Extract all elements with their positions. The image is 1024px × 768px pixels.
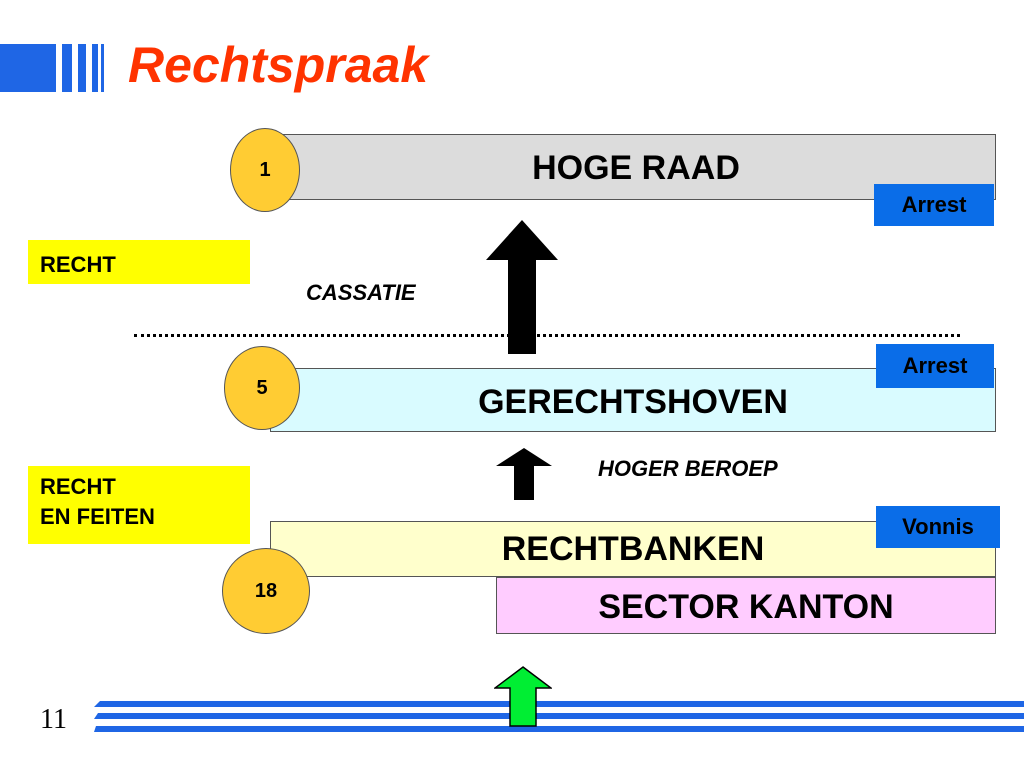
court-rechtbanken: RECHTBANKEN [270, 521, 996, 577]
label-recht-en-feiten-line2: EN FEITEN [40, 504, 155, 529]
label-cassatie: CASSATIE [306, 280, 416, 305]
decision-tag-hoge-raad: Arrest [874, 184, 994, 226]
court-count-rechtbanken: 18 [222, 548, 310, 634]
label-recht: RECHT [28, 240, 250, 284]
label-recht-en-feiten: RECHT EN FEITEN [28, 466, 250, 544]
arrow-up-icon-cassatie [486, 220, 558, 354]
decision-tag-gerechtshoven: Arrest [876, 344, 994, 388]
decision-tag-rechtbanken: Vonnis [876, 506, 1000, 548]
page-number: 11 [40, 704, 67, 735]
court-sector-kanton-label: SECTOR KANTON [598, 588, 894, 626]
bottom-stripes-decoration [94, 700, 1024, 740]
title-stripes-decoration [0, 44, 104, 92]
court-count-hoge-raad: 1 [230, 128, 300, 212]
slide-title: Rechtspraak [128, 37, 429, 93]
dotted-divider [134, 334, 960, 337]
label-hoger-beroep: HOGER BEROEP [598, 456, 778, 481]
court-sector-kanton: SECTOR KANTON [496, 577, 996, 634]
arrow-up-icon-entry [494, 666, 552, 728]
court-rechtbanken-label: RECHTBANKEN [501, 530, 765, 568]
court-hoge-raad: HOGE RAAD [276, 134, 996, 200]
court-gerechtshoven: GERECHTSHOVEN [270, 368, 996, 432]
court-hoge-raad-label: HOGE RAAD [532, 149, 740, 187]
court-count-gerechtshoven: 5 [224, 346, 300, 430]
arrow-up-icon-hoger-beroep [496, 448, 552, 500]
court-gerechtshoven-label: GERECHTSHOVEN [478, 383, 788, 421]
label-recht-en-feiten-line1: RECHT [40, 474, 116, 499]
